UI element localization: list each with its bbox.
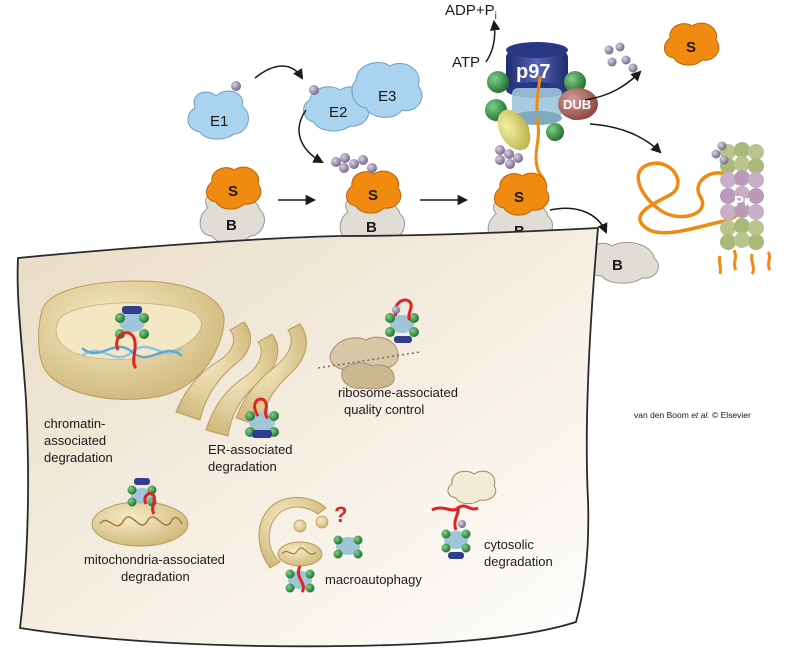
nucleus-organelle — [38, 280, 225, 400]
ubiquitin-icon — [309, 85, 319, 95]
question-mark: ? — [334, 502, 347, 527]
substrate-complex-2: S B — [331, 153, 405, 248]
arrow-e1-e2 — [254, 65, 304, 80]
arrow-e2-substrate — [298, 109, 324, 164]
binding-partner-label: B — [612, 257, 623, 274]
cytosolic-p97 — [431, 470, 497, 559]
substrate-label: S — [686, 39, 696, 56]
arrow-to-released-partner — [549, 207, 608, 234]
e2-label: E2 — [329, 104, 347, 121]
chromatin-label-1: chromatin- — [44, 416, 105, 431]
atp-label: ATP — [452, 54, 480, 71]
er-label-1: ER-associated — [208, 442, 293, 457]
er-label-2: degradation — [208, 459, 277, 474]
dub-label: DUB — [563, 97, 591, 112]
mito-label-2: degradation — [121, 569, 190, 584]
substrate-label: S — [514, 189, 524, 206]
mito-label-1: mitochondria-associated — [84, 552, 225, 567]
arrow-atp-hydrolysis — [485, 19, 501, 63]
chromatin-label-3: degradation — [44, 450, 113, 465]
substrate-label: S — [228, 183, 238, 200]
dub-enzyme — [558, 88, 598, 120]
ubiquitin-chain — [711, 141, 729, 165]
proteasome-label: Pr — [734, 193, 750, 210]
p97-complex: DUB p97 — [485, 42, 598, 187]
p97-label: p97 — [516, 61, 550, 83]
substrate-label: S — [368, 187, 378, 204]
e2-e3-complex: E2 E3 — [303, 62, 423, 132]
adp-label: ADP+Pi — [445, 2, 497, 22]
cytosolic-label-1: cytosolic — [484, 537, 534, 552]
mitochondrion — [91, 478, 189, 547]
ubiquitin-chain — [495, 145, 523, 169]
cytosolic-label-2: degradation — [484, 554, 553, 569]
substrate-complex-1: S B — [199, 166, 265, 244]
free-ubiquitin — [604, 42, 638, 73]
arrow-to-released-substrate — [584, 70, 642, 101]
e1-enzyme: E1 — [187, 81, 249, 140]
binding-partner-label: B — [366, 219, 377, 236]
chromatin-label-2: associated — [44, 433, 106, 448]
macro-label: macroautophagy — [325, 572, 422, 587]
binding-partner-label: B — [226, 217, 237, 234]
ribosome-label-1: ribosome-associated — [338, 385, 458, 400]
ubiquitin-chain — [331, 153, 377, 173]
ubiquitin-icon — [231, 81, 241, 91]
arrow-to-proteasome — [589, 123, 662, 154]
ribosome-label-2: quality control — [344, 402, 424, 417]
proteasome: Pr — [636, 141, 772, 275]
ribosome — [317, 298, 421, 390]
credit-line: van den Boom et al. © Elsevier — [634, 410, 751, 420]
e3-label: E3 — [378, 88, 396, 105]
er-membrane — [175, 321, 307, 438]
released-substrate: S — [664, 22, 720, 66]
e1-label: E1 — [210, 113, 228, 130]
released-binding-partner: B — [586, 242, 659, 284]
autophagosome: ? — [258, 497, 363, 593]
